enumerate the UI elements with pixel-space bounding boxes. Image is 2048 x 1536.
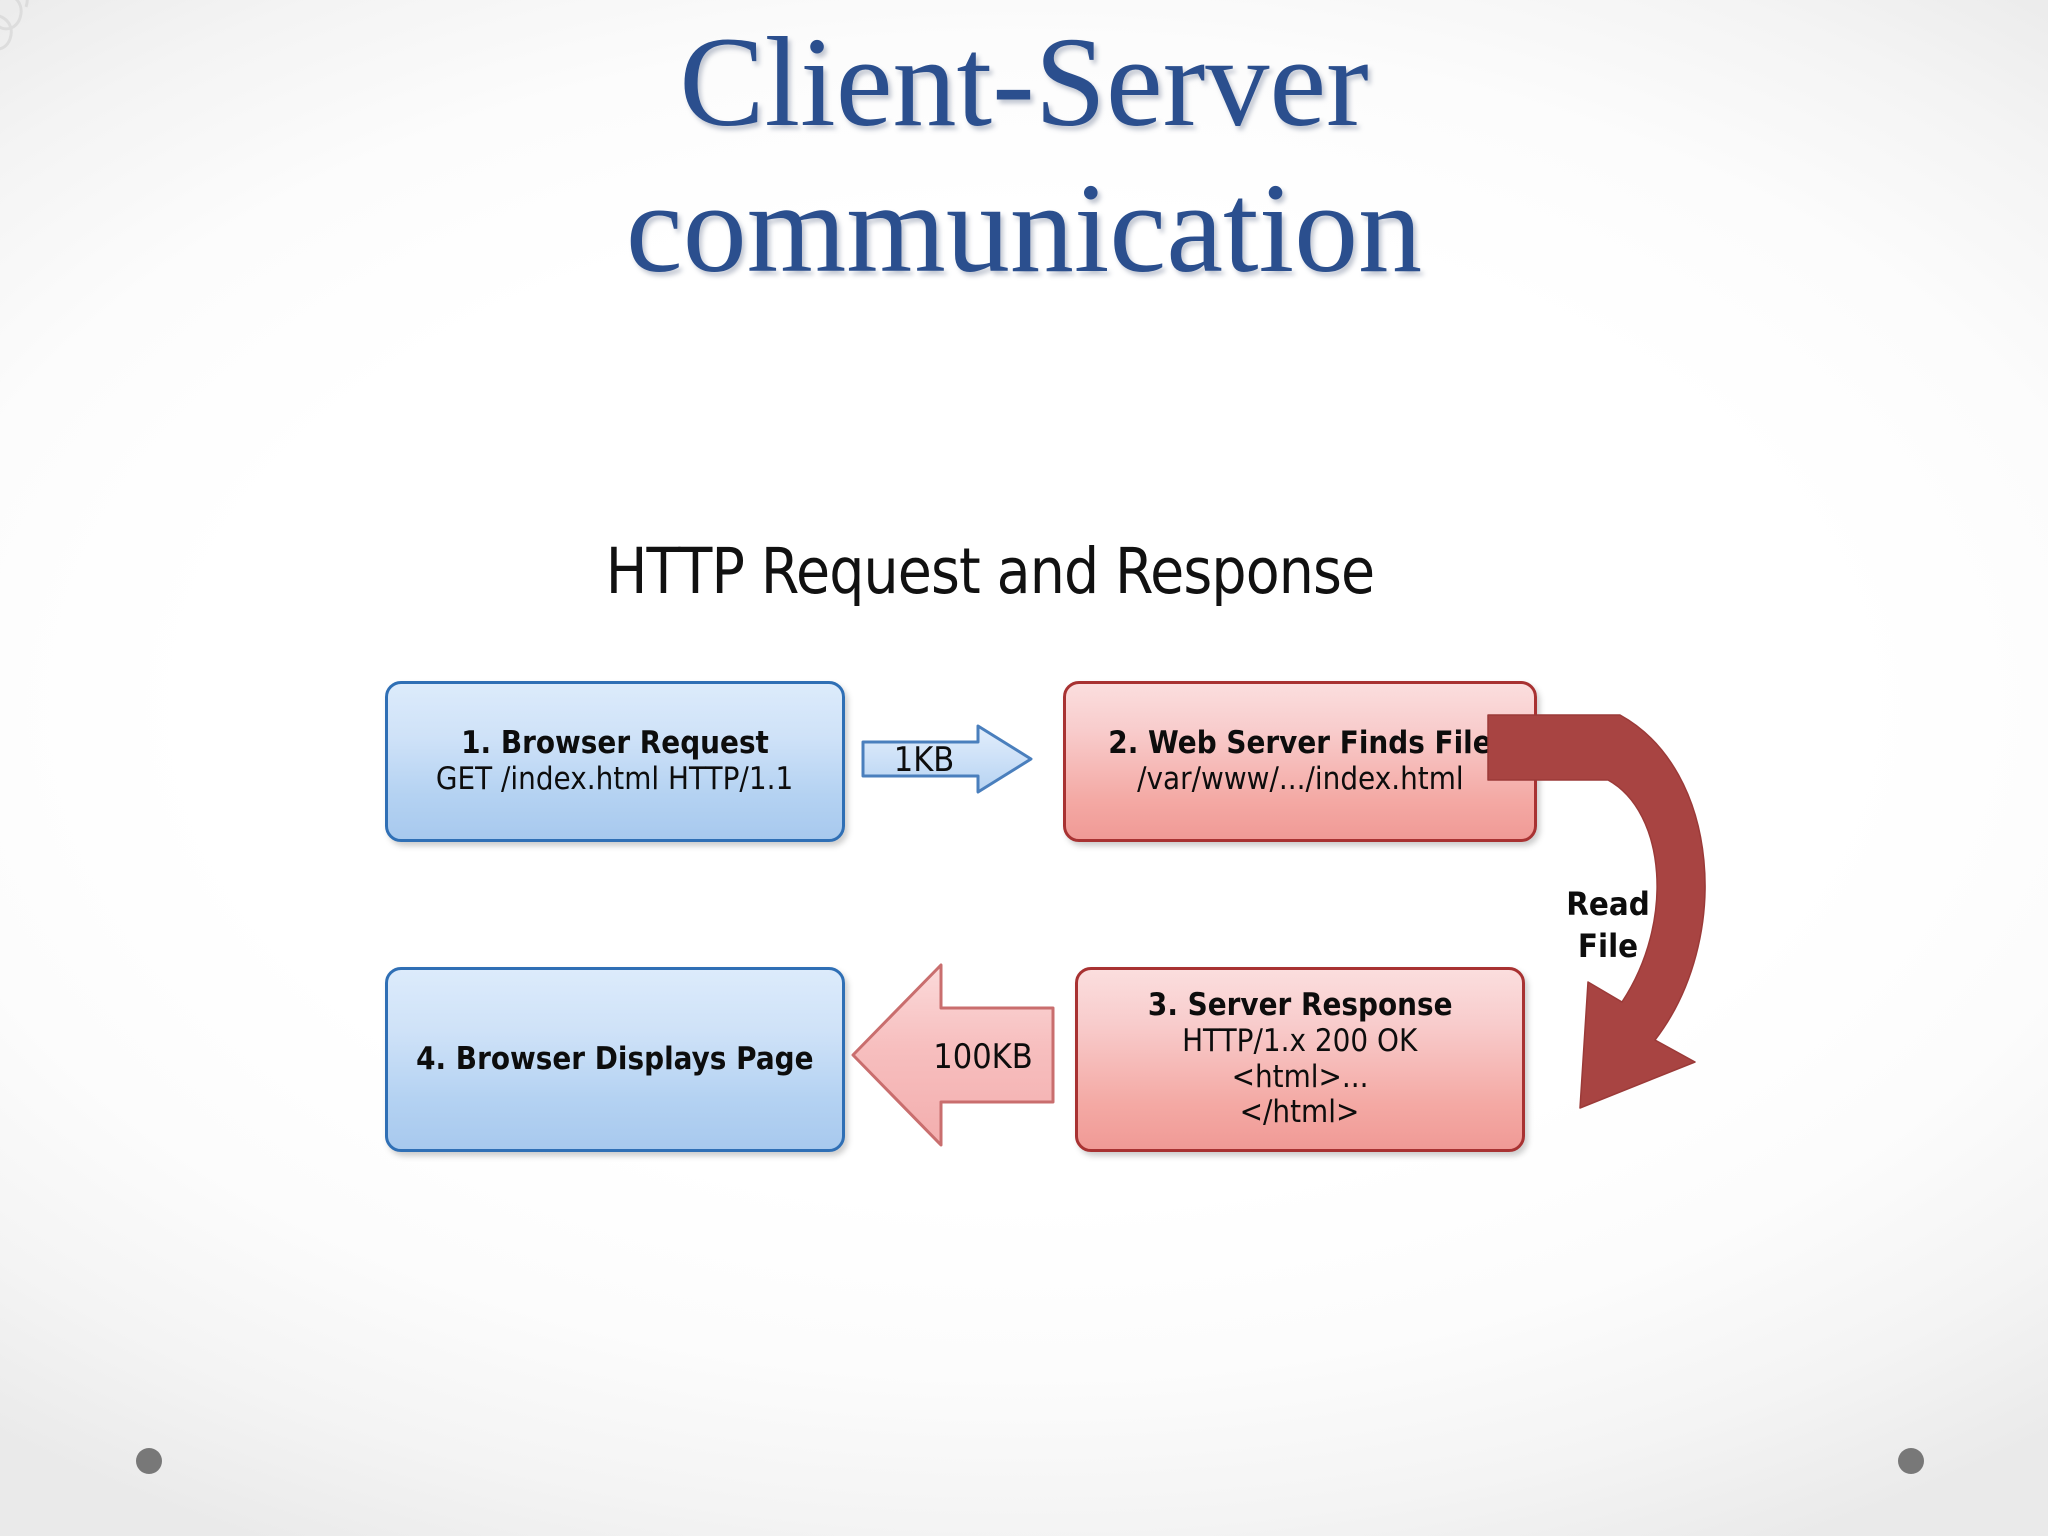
box-2-detail: /var/www/.../index.html [1136,760,1464,797]
arrow-read-file-curved[interactable] [1470,700,1790,1130]
footer-dot-right-icon [1898,1448,1924,1474]
box-3-title: 3. Server Response [1147,986,1453,1023]
arrow-read-file-label: Read File [1566,885,1650,965]
left-arrow-icon [851,963,1055,1147]
diagram-heading: HTTP Request and Response [605,535,1375,608]
process-box-browser-displays-page[interactable]: 4. Browser Displays Page [385,967,845,1152]
box-3-detail-html-open: <html>... [1231,1058,1369,1095]
box-4-title: 4. Browser Displays Page [416,1040,814,1077]
page-title: Client-Server communication [625,11,1423,299]
curved-arrow-icon [1487,714,1706,1109]
process-box-web-server-finds-file[interactable]: 2. Web Server Finds File /var/www/.../in… [1063,681,1537,842]
process-box-browser-request[interactable]: 1. Browser Request GET /index.html HTTP/… [385,681,845,842]
box-3-detail-html-close: </html> [1240,1094,1360,1131]
box-1-detail: GET /index.html HTTP/1.1 [436,760,794,797]
arrow-1kb-label: 1KB [893,740,955,780]
box-3-detail-status: HTTP/1.x 200 OK [1182,1022,1418,1059]
arrow-100kb-label: 100KB [933,1037,1033,1077]
arrow-response-100kb[interactable]: 100KB [848,960,1058,1150]
box-2-title: 2. Web Server Finds File [1108,724,1492,761]
process-box-server-response[interactable]: 3. Server Response HTTP/1.x 200 OK <html… [1075,967,1525,1152]
footer-dot-left-icon [136,1448,162,1474]
arrow-request-1kb[interactable]: 1KB [860,722,1035,797]
box-1-title: 1. Browser Request [461,724,769,761]
right-arrow-icon [861,724,1033,794]
